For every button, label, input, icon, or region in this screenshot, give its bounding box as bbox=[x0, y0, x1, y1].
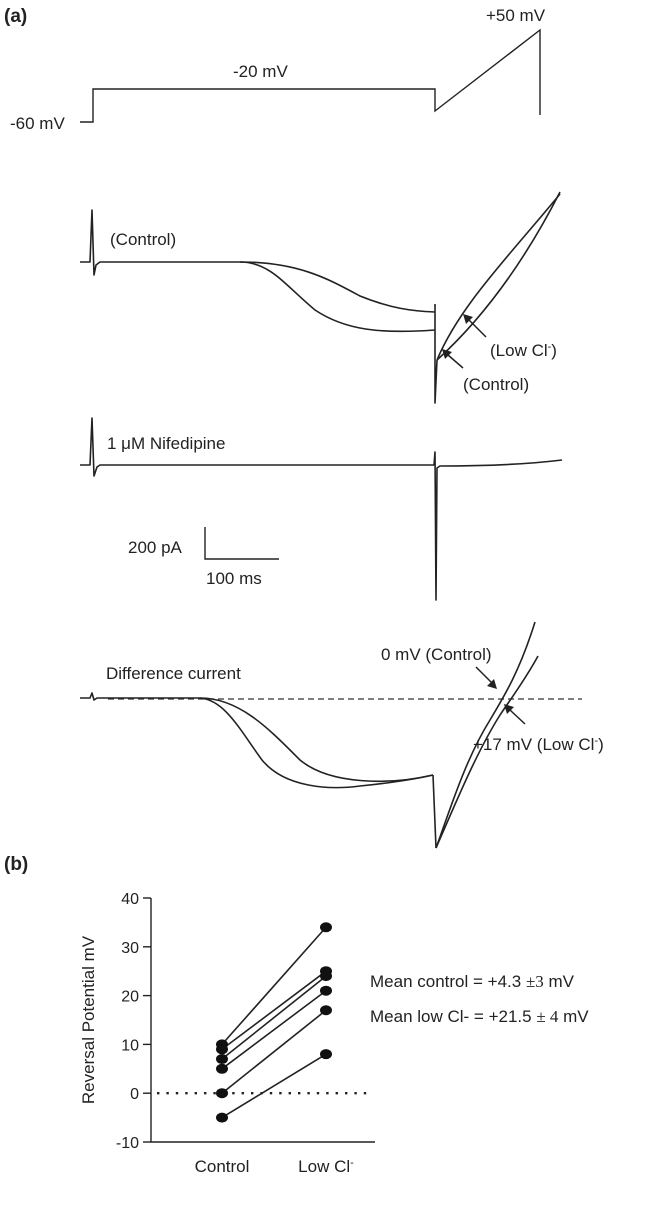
control-trace-label: (Control) bbox=[110, 230, 176, 249]
reversal-potential-chart: -10 0 10 20 30 40 Control Low Cl- Reversal Pot… bbox=[79, 891, 375, 1176]
point-low-cl bbox=[320, 985, 332, 996]
difference-current-group: Difference current 0 mV (Control) +17 mV… bbox=[80, 621, 604, 849]
difference-trace-control bbox=[199, 697, 434, 789]
arrow-control bbox=[447, 354, 464, 369]
point-low-cl bbox=[320, 1005, 332, 1016]
pair-line bbox=[221, 990, 327, 1070]
point-low-cl bbox=[320, 1049, 332, 1060]
arrow-control-label: (Control) bbox=[463, 375, 529, 394]
point-control bbox=[216, 1088, 228, 1099]
pair-line bbox=[221, 1009, 327, 1094]
point-control bbox=[216, 1044, 228, 1055]
reversal-control-label: 0 mV (Control) bbox=[381, 645, 492, 664]
baseline-trace bbox=[80, 209, 240, 276]
point-low-cl bbox=[320, 971, 332, 982]
x-categories: Control Low Cl- bbox=[195, 1157, 355, 1176]
ramp-trace-low-cl bbox=[436, 193, 561, 361]
nifedipine-trace-group: 1 μM Nifedipine bbox=[80, 417, 563, 601]
scale-bar-lines bbox=[204, 527, 279, 560]
difference-trace-low-cl bbox=[199, 697, 434, 783]
arrow-reversal-low-cl bbox=[509, 709, 526, 725]
point-control bbox=[216, 1063, 228, 1074]
arrow-reversal-control bbox=[475, 666, 493, 684]
x-category-label: Low Cl- bbox=[298, 1157, 354, 1176]
paired-lines bbox=[221, 926, 327, 1119]
step-potential-label: -20 mV bbox=[233, 62, 288, 81]
reversal-low-cl-label: +17 mV (Low Cl-) bbox=[473, 735, 604, 754]
point-low-cl bbox=[320, 922, 332, 933]
y-tick-label: 0 bbox=[130, 1086, 139, 1103]
y-ticks: -10 0 10 20 30 40 bbox=[116, 891, 151, 1152]
ramp-trace-control bbox=[436, 191, 561, 361]
current-traces-control: (Control) (Low Cl-) (Control) bbox=[80, 191, 561, 404]
current-trace-low-cl bbox=[239, 261, 436, 313]
mean-low-cl-text: Mean low Cl- = +21.5 ± 4 mV bbox=[370, 1007, 589, 1026]
tail-spike bbox=[434, 304, 438, 404]
difference-baseline bbox=[80, 692, 200, 701]
difference-label: Difference current bbox=[106, 664, 241, 683]
arrow-reversal-control-head bbox=[487, 679, 497, 689]
ramp-peak-label: +50 mV bbox=[486, 6, 546, 25]
data-points bbox=[216, 922, 332, 1123]
arrow-reversal-low-cl-head bbox=[504, 704, 514, 714]
mean-annotations: Mean control = +4.3 ±3 mV Mean low Cl- =… bbox=[370, 972, 589, 1026]
arrow-low-cl-head bbox=[463, 314, 473, 324]
difference-ramp-low-cl bbox=[435, 655, 539, 849]
difference-spike bbox=[432, 774, 437, 849]
nifedipine-trace bbox=[80, 417, 563, 601]
pair-line bbox=[221, 970, 327, 1050]
scale-bar-time-label: 100 ms bbox=[206, 569, 262, 588]
current-trace-control bbox=[239, 261, 436, 333]
mean-control-text: Mean control = +4.3 ±3 mV bbox=[370, 972, 575, 991]
y-tick-label: 10 bbox=[121, 1037, 139, 1054]
x-category-label: Control bbox=[195, 1157, 250, 1176]
nifedipine-label: 1 μM Nifedipine bbox=[107, 434, 225, 453]
y-tick-label: 20 bbox=[121, 989, 139, 1006]
pair-line bbox=[221, 1053, 327, 1119]
scale-bar-current-label: 200 pA bbox=[128, 538, 183, 557]
hold-potential-label: -60 mV bbox=[10, 114, 65, 133]
point-control bbox=[216, 1112, 228, 1123]
panel-b-label: (b) bbox=[4, 854, 28, 875]
y-axis-line bbox=[150, 898, 375, 1143]
protocol-trace bbox=[80, 28, 541, 123]
y-tick-label: 30 bbox=[121, 940, 139, 957]
difference-ramp-control bbox=[435, 621, 536, 849]
arrow-control-head bbox=[442, 349, 452, 359]
pair-line bbox=[221, 975, 327, 1060]
arrow-low-cl bbox=[468, 319, 487, 338]
scale-bar: 200 pA 100 ms bbox=[128, 527, 279, 588]
voltage-protocol: -60 mV -20 mV +50 mV bbox=[10, 6, 546, 133]
pair-line bbox=[221, 926, 327, 1045]
arrow-low-cl-label: (Low Cl-) bbox=[490, 341, 557, 360]
panel-a-label: (a) bbox=[4, 6, 27, 27]
y-tick-label: 40 bbox=[121, 891, 139, 908]
y-axis-label: Reversal Potential mV bbox=[79, 935, 98, 1104]
y-tick-label: -10 bbox=[116, 1135, 139, 1152]
point-control bbox=[216, 1054, 228, 1065]
